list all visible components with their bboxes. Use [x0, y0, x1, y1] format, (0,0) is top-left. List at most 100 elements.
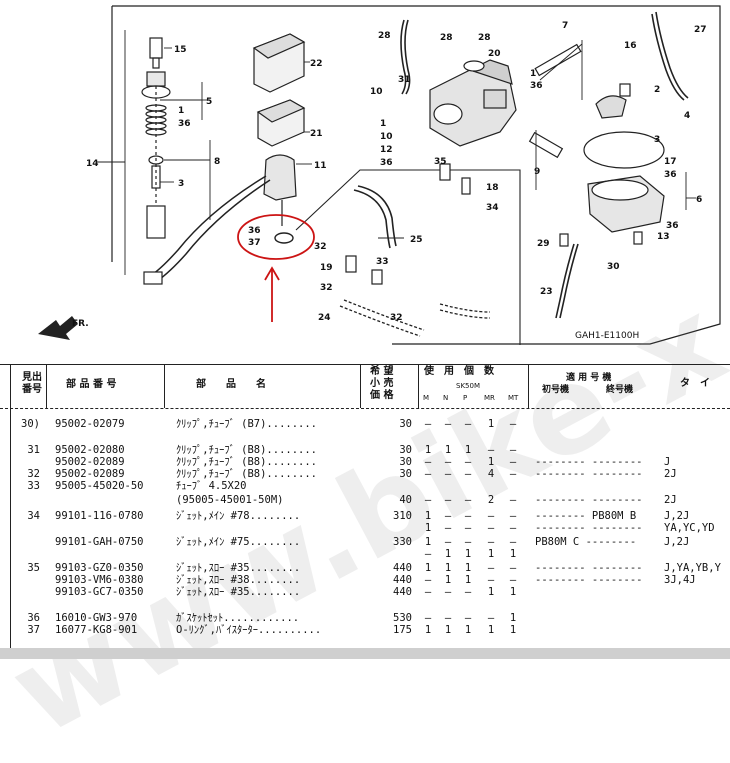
qty-cell: – — [464, 510, 472, 522]
callout-36: 36 — [178, 119, 191, 129]
qty-cell: 1 — [487, 548, 495, 560]
callout-36: 36 — [530, 81, 543, 91]
ref-no: 36 — [27, 612, 40, 624]
header-price: 希 望小 売価 格 — [370, 366, 394, 401]
qty-cell: – — [424, 456, 432, 468]
qty-cell: 1 — [509, 624, 517, 636]
qty-cell: 1 — [464, 624, 472, 636]
callout-25: 25 — [410, 235, 423, 245]
front-direction-arrow: FR. — [38, 316, 89, 340]
part-name: ｼﾞｪｯﾄ,ｽﾛｰ #35........ — [176, 586, 301, 598]
qty-cell: – — [487, 444, 495, 456]
part-number: 95002-02080 — [55, 444, 125, 456]
qty-cell: – — [444, 522, 452, 534]
price: 30 — [399, 444, 412, 456]
type: J,YA,YB,Y — [664, 562, 721, 574]
callout-6: 6 — [696, 195, 702, 205]
serial-range: -------- -------- — [535, 522, 643, 534]
callout-16: 16 — [624, 41, 637, 51]
callout-21: 21 — [310, 129, 323, 139]
callout-1: 1 — [380, 119, 386, 129]
part-number: 16077-KG8-901 — [55, 624, 138, 636]
callout-19: 19 — [320, 263, 333, 273]
qty-cell: – — [444, 510, 452, 522]
qty-cell: – — [424, 418, 432, 430]
part-number: 95002-02089 — [55, 468, 125, 480]
qty-cell: 1 — [464, 548, 472, 560]
part-name: ﾁｭｰﾌﾞ 4.5X20 — [176, 480, 247, 492]
qty-cell: 1 — [444, 562, 452, 574]
callout-32: 32 — [320, 283, 333, 293]
header-qty: 使 用 個 数 — [424, 366, 494, 377]
carb-top-cap — [252, 33, 306, 147]
qty-cell: 1 — [424, 444, 432, 456]
qty-cell: 1 — [444, 574, 452, 586]
callout-30: 30 — [607, 262, 620, 272]
callout-28: 28 — [478, 33, 491, 43]
callout-1: 1 — [530, 69, 536, 79]
callout-15: 15 — [174, 45, 187, 55]
qty-cell: – — [424, 586, 432, 598]
type: J,2J — [664, 536, 690, 548]
serial-range: -------- -------- — [535, 468, 643, 480]
callout-37: 37 — [248, 238, 261, 248]
header-last-no: 終号機 — [606, 385, 634, 395]
callout-31: 31 — [398, 75, 411, 85]
qty-col-m: M — [423, 394, 430, 402]
ref-no: 30) — [21, 418, 40, 430]
qty-cell: – — [424, 612, 432, 624]
qty-col-mt: MT — [508, 394, 519, 402]
ref-no: 33 — [27, 480, 40, 492]
qty-cell: – — [509, 510, 517, 522]
price: 330 — [393, 536, 412, 548]
fr-label: FR. — [72, 319, 89, 329]
part-name: ｸﾘｯﾌﾟ,ﾁｭｰﾌﾞ (B7)........ — [176, 418, 318, 430]
qty-cell: 1 — [424, 562, 432, 574]
table-row: (95005-45001-50M)40-------- --------2J––… — [0, 494, 730, 506]
qty-col-n: N — [443, 394, 449, 402]
callout-18: 18 — [486, 183, 499, 193]
header-first-no: 初号機 — [542, 385, 570, 395]
qty-cell: – — [487, 522, 495, 534]
callout-22: 22 — [310, 59, 323, 69]
part-name: ｸﾘｯﾌﾟ,ﾁｭｰﾌﾞ (B8)........ — [176, 468, 318, 480]
part-name: ｼﾞｪｯﾄ,ｽﾛｰ #38........ — [176, 574, 301, 586]
qty-cell: 1 — [464, 574, 472, 586]
qty-cell: – — [444, 536, 452, 548]
qty-cell: – — [509, 574, 517, 586]
callout-13: 13 — [657, 232, 670, 242]
callout-10: 10 — [370, 87, 383, 97]
type: 3J,4J — [664, 574, 696, 586]
qty-cell: 1 — [509, 612, 517, 624]
price: 30 — [399, 418, 412, 430]
auto-bystarter — [143, 154, 297, 285]
qty-col-mr: MR — [484, 394, 495, 402]
header-applicable: 適 用 号 機 — [566, 373, 612, 383]
part-number: 99103-GZ0-0350 — [55, 562, 144, 574]
part-name: ｼﾞｪｯﾄ,ﾒｲﾝ #75........ — [176, 536, 301, 548]
qty-cell: 1 — [444, 624, 452, 636]
serial-range: -------- -------- — [535, 574, 643, 586]
callout-28: 28 — [440, 33, 453, 43]
callout-36: 36 — [666, 221, 679, 231]
callout-32: 32 — [390, 313, 403, 323]
qty-cell: – — [424, 548, 432, 560]
qty-cell: 1 — [487, 418, 495, 430]
part-number: 95002-02089 — [55, 456, 125, 468]
callout-27: 27 — [694, 25, 707, 35]
part-number: 99103-VM6-0380 — [55, 574, 144, 586]
type: YA,YC,YD — [664, 522, 715, 534]
part-name: ｸﾘｯﾌﾟ,ﾁｭｰﾌﾞ (B8)........ — [176, 444, 318, 456]
type: 2J — [664, 494, 677, 506]
qty-cell: – — [509, 418, 517, 430]
callout-11: 11 — [314, 161, 327, 171]
